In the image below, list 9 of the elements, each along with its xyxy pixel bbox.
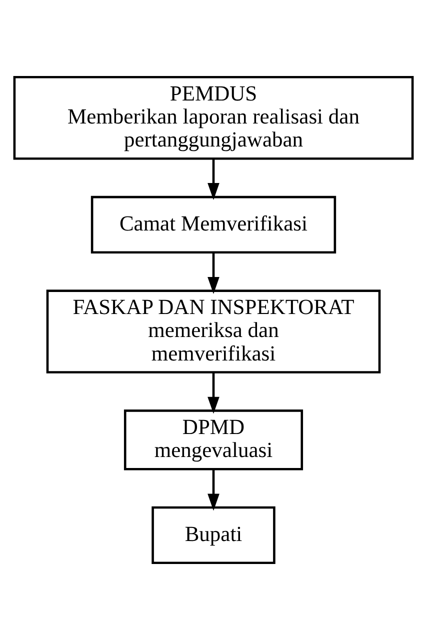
arrow bbox=[208, 468, 220, 510]
node-box: Camat Memverifikasi bbox=[90, 195, 336, 254]
node-box: DPMD mengevaluasi bbox=[124, 409, 304, 470]
arrow bbox=[208, 158, 220, 200]
node-box: FASKAP DAN INSPEKTORAT memeriksa dan memverifikasi bbox=[46, 289, 381, 373]
node-box: PEMDUS Memberikan laporan realisasi dan pertanggungjawaban bbox=[13, 76, 414, 160]
arrow bbox=[208, 252, 220, 294]
arrow bbox=[208, 372, 220, 414]
node-box: Bupati bbox=[152, 506, 276, 564]
